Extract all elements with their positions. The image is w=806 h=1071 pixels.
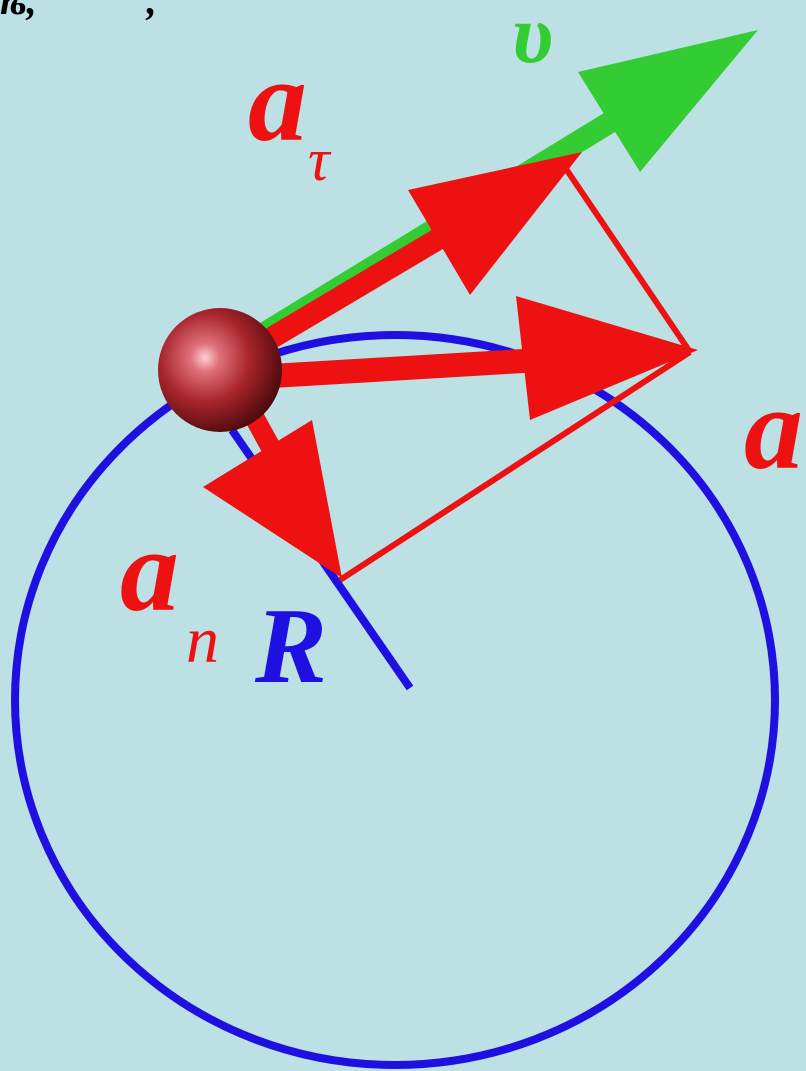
- tangential-acceleration-label: a: [248, 35, 307, 166]
- tangential-acceleration-subscript: τ: [308, 127, 332, 193]
- parallelogram-edge-bottom: [338, 349, 692, 583]
- total-acceleration-vector: [254, 296, 698, 420]
- clipped-top-text: ѣ, ,: [0, 0, 157, 23]
- normal-acceleration-subscript: n: [186, 604, 219, 677]
- velocity-label: υ: [512, 0, 553, 81]
- radius-label: R: [254, 587, 327, 706]
- tangential-acceleration-vector: [242, 152, 582, 362]
- trajectory-circle: [11, 331, 779, 1069]
- total-acceleration-label: a: [744, 363, 803, 494]
- normal-acceleration-label: a: [120, 505, 179, 636]
- ball: [158, 308, 282, 432]
- parallelogram-edge-top: [557, 158, 693, 354]
